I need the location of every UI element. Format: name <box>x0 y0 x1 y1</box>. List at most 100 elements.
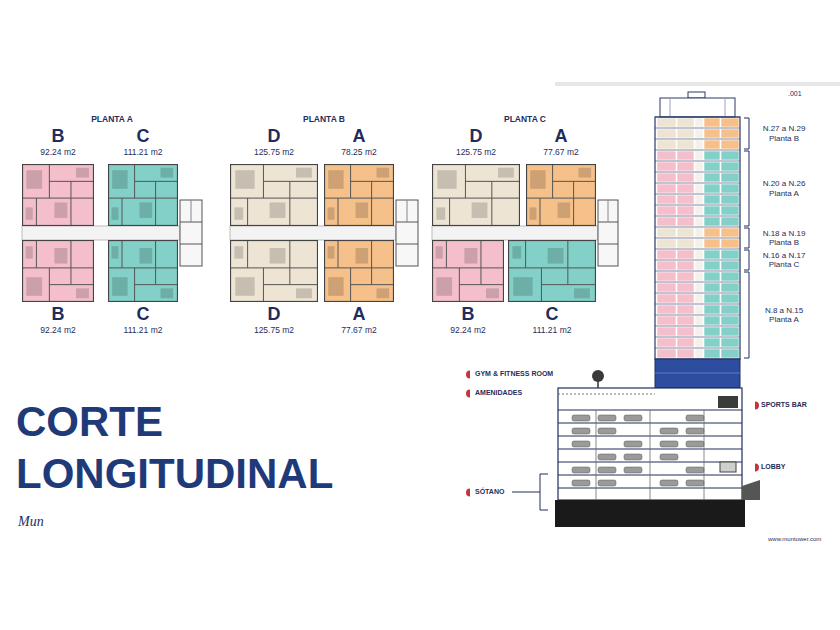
marker <box>466 371 470 379</box>
unit-area <box>230 164 318 226</box>
furniture <box>436 207 445 219</box>
tower-cell <box>721 250 739 259</box>
tower-cell <box>721 294 739 303</box>
car <box>686 428 704 434</box>
wall <box>122 240 123 268</box>
unit-plan <box>432 164 520 226</box>
column <box>596 410 597 500</box>
website: www.muntower.com <box>768 536 821 542</box>
wall <box>432 267 504 268</box>
bracket <box>744 272 749 358</box>
wall <box>70 181 71 226</box>
unit-plan <box>108 164 178 226</box>
floor-range: N.16 a N.17 Planta C <box>753 251 815 270</box>
unit-area <box>108 164 178 226</box>
wall <box>247 240 248 268</box>
furniture <box>558 202 571 218</box>
tower-cell <box>677 217 694 226</box>
tower-cell <box>657 195 676 204</box>
tower-cell <box>677 206 694 215</box>
floor-slab <box>655 315 740 316</box>
tower-cell <box>677 250 694 259</box>
car <box>598 415 616 421</box>
unit-area <box>324 164 394 226</box>
tower-cell <box>721 118 739 127</box>
unit-plan <box>526 164 596 226</box>
tower-cell <box>721 151 739 160</box>
floor-slab <box>655 183 740 184</box>
car <box>598 454 616 460</box>
car <box>686 480 704 486</box>
unit-outline <box>23 241 94 302</box>
floor-slab <box>655 260 740 261</box>
corridor <box>230 226 396 240</box>
unit-caption: A78.25 m2 <box>324 126 394 158</box>
logo: Mun <box>18 514 44 530</box>
core-line <box>407 200 408 222</box>
bracket <box>744 151 749 226</box>
car <box>686 441 704 447</box>
tower-cell <box>657 316 676 325</box>
car <box>660 480 678 486</box>
unit-area-value: 92.24 m2 <box>432 324 504 336</box>
tower-cell <box>695 162 703 171</box>
core <box>180 200 202 266</box>
floor-plan: PLANTA AB92.24 m2C111.21 m2B92.24 m2C111… <box>18 114 206 340</box>
furniture <box>296 168 312 178</box>
furniture <box>296 288 312 298</box>
space-label: SPORTS BAR <box>761 401 807 408</box>
tower-cell <box>704 349 720 358</box>
column <box>704 410 705 500</box>
wall <box>49 284 94 285</box>
furniture <box>377 288 390 298</box>
tower-cell <box>657 261 676 270</box>
tower-cell <box>657 294 676 303</box>
basement-leader <box>512 492 540 493</box>
unit-caption: B92.24 m2 <box>22 126 94 158</box>
unit-outline <box>325 165 394 226</box>
tower-cell <box>695 118 703 127</box>
furniture <box>270 248 286 264</box>
tower-cell <box>695 228 703 237</box>
lobby-mark <box>720 462 736 472</box>
floor-slab <box>655 205 740 206</box>
wall <box>108 198 178 199</box>
wall <box>108 267 178 268</box>
tower-cell <box>704 162 720 171</box>
furniture <box>464 248 477 264</box>
tower-cell <box>704 283 720 292</box>
furniture <box>26 246 33 258</box>
tower-cell <box>704 217 720 226</box>
unit-area <box>22 240 94 302</box>
unit-outline <box>527 165 596 226</box>
tower-cell <box>695 338 703 347</box>
car <box>660 454 678 460</box>
furniture <box>161 288 174 298</box>
unit-caption: C111.21 m2 <box>108 304 178 336</box>
tower-cell <box>721 338 739 347</box>
floor-slab <box>655 249 740 250</box>
wall <box>573 181 574 226</box>
furniture <box>26 207 33 219</box>
unit-area <box>324 240 394 302</box>
marker <box>466 489 470 497</box>
unit-caption: C111.21 m2 <box>108 126 178 158</box>
furniture <box>140 202 153 218</box>
unit-area-value: 77.67 m2 <box>526 146 596 158</box>
wall <box>324 267 394 268</box>
tower-cell <box>704 261 720 270</box>
wall <box>135 284 178 285</box>
tower-cell <box>695 316 703 325</box>
unit-letter: D <box>230 304 318 324</box>
furniture <box>548 248 564 264</box>
tower-cell <box>721 261 739 270</box>
tower-cell <box>695 195 703 204</box>
floor-plan: PLANTA CD125.75 m2A77.67 m2B92.24 m2C111… <box>428 114 622 340</box>
tower-frame <box>655 117 740 359</box>
tower-cell <box>657 129 676 138</box>
apartment-unit: D125.75 m2 <box>432 126 520 226</box>
tower-cell <box>704 129 720 138</box>
tower-cell <box>721 283 739 292</box>
tower-cell <box>721 217 739 226</box>
